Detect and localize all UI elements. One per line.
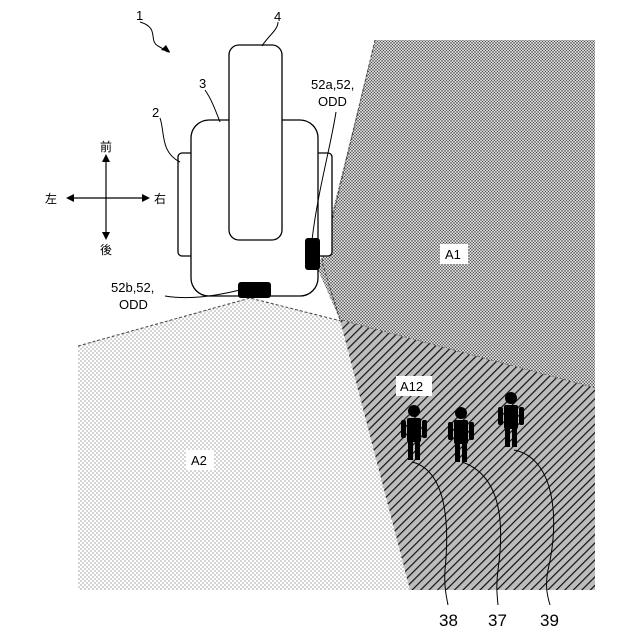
sensor-52a-label: 52a,52, <box>311 77 354 92</box>
sensor-52b <box>238 282 271 298</box>
direction-front: 前 <box>100 139 112 154</box>
sensor-52a-odd: ODD <box>318 94 347 109</box>
ref-37: 37 <box>488 611 507 630</box>
leader-2 <box>160 118 180 162</box>
ref-3: 3 <box>199 76 206 91</box>
direction-rear: 後 <box>100 243 112 257</box>
sensor-52b-label: 52b,52, <box>111 280 154 295</box>
ref-39: 39 <box>540 611 559 630</box>
area-a12-label: A12 <box>400 379 423 394</box>
ref-1: 1 <box>136 8 143 23</box>
ref-38: 38 <box>439 611 458 630</box>
area-a1-label: A1 <box>445 247 461 262</box>
direction-right: 右 <box>154 191 166 206</box>
ref-4: 4 <box>274 9 281 24</box>
leader-3 <box>205 90 220 122</box>
ref-2: 2 <box>152 105 159 120</box>
direction-left: 左 <box>45 191 57 206</box>
area-a2-label: A2 <box>191 453 207 468</box>
sensor-52b-odd: ODD <box>119 297 148 312</box>
direction-indicator <box>66 154 150 240</box>
sensor-52a <box>305 238 320 270</box>
boom <box>229 45 282 240</box>
leader-4 <box>262 22 278 46</box>
